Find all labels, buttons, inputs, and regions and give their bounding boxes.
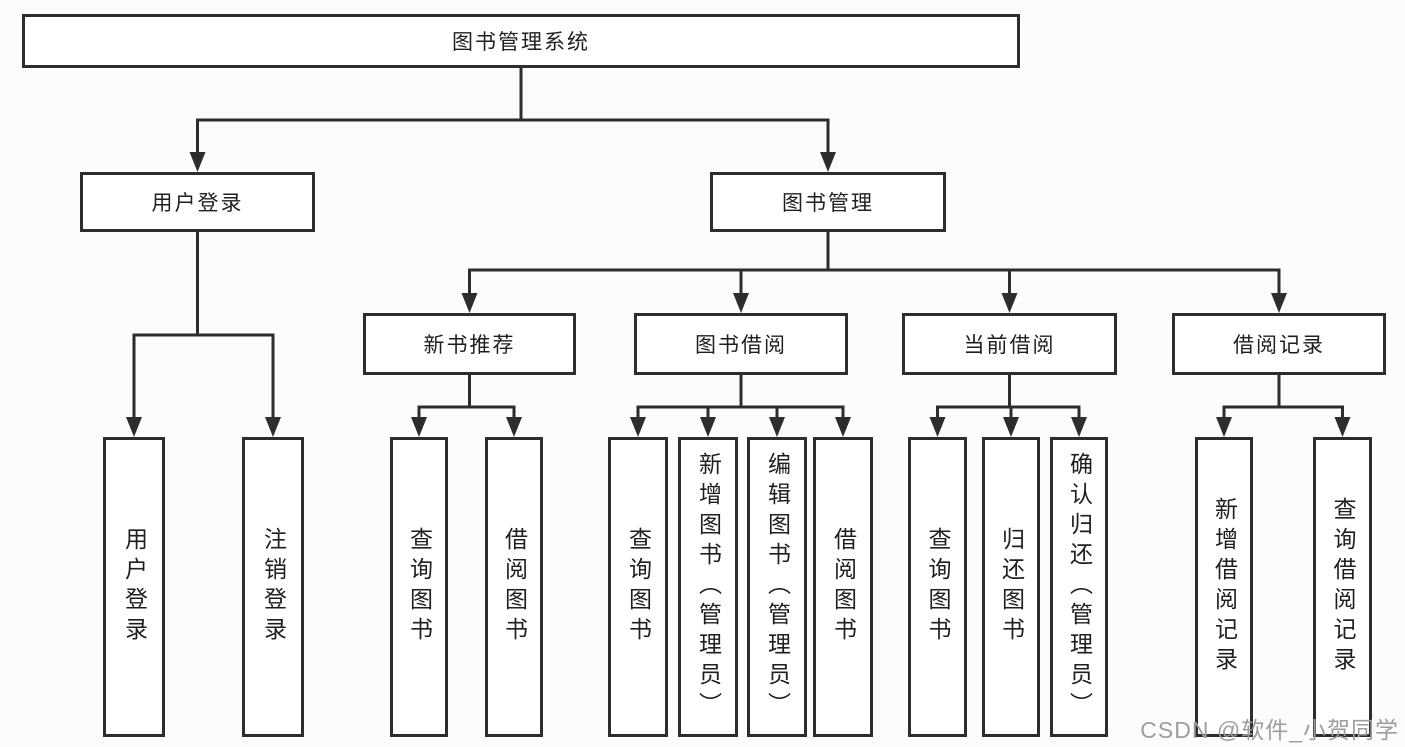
node-label: 借阅图书 bbox=[501, 527, 528, 647]
arrow-down-icon bbox=[461, 293, 478, 313]
arrow-down-icon bbox=[835, 417, 851, 437]
node-label: 确认归还（管理员） bbox=[1066, 452, 1093, 722]
arrow-down-icon bbox=[769, 417, 785, 437]
node-label: 用户登录 bbox=[121, 527, 148, 647]
arrow-down-icon bbox=[1216, 417, 1232, 437]
node-label: 用户登录 bbox=[151, 192, 244, 215]
node-query-books-current: 查询图书 bbox=[908, 437, 967, 737]
arrow-down-icon bbox=[820, 152, 836, 172]
node-current-borrowing: 当前借阅 bbox=[902, 313, 1117, 375]
arrow-down-icon bbox=[929, 417, 946, 437]
node-label: 新书推荐 bbox=[423, 334, 516, 357]
node-book-management: 图书管理 bbox=[710, 172, 946, 232]
arrow-down-icon bbox=[630, 417, 646, 437]
node-label: 归还图书 bbox=[998, 527, 1025, 647]
node-user-login-leaf: 用户登录 bbox=[103, 437, 165, 737]
node-query-borrow-record: 查询借阅记录 bbox=[1313, 437, 1372, 737]
node-label: 借阅记录 bbox=[1233, 334, 1325, 357]
watermark: CSDN @软件_小贺同学 bbox=[1140, 717, 1399, 743]
node-label: 新增借阅记录 bbox=[1211, 497, 1238, 677]
node-label: 借阅图书 bbox=[830, 527, 857, 647]
node-borrowing-records: 借阅记录 bbox=[1172, 313, 1386, 375]
node-label: 注销登录 bbox=[260, 527, 287, 647]
node-query-books-recommend: 查询图书 bbox=[390, 437, 448, 737]
node-confirm-return-admin: 确认归还（管理员） bbox=[1050, 437, 1108, 737]
node-label: 当前借阅 bbox=[963, 334, 1056, 357]
node-label: 查询图书 bbox=[625, 527, 652, 647]
node-user-login: 用户登录 bbox=[80, 172, 315, 232]
arrow-down-icon bbox=[1334, 417, 1351, 437]
node-label: 编辑图书（管理员） bbox=[764, 452, 791, 722]
node-borrow-books-recommend: 借阅图书 bbox=[485, 437, 543, 737]
node-label: 查询借阅记录 bbox=[1330, 497, 1356, 677]
node-logout-login: 注销登录 bbox=[242, 437, 304, 737]
node-label: 图书管理 bbox=[782, 192, 874, 215]
node-borrow-books: 借阅图书 bbox=[813, 437, 873, 737]
arrow-down-icon bbox=[1003, 417, 1019, 437]
arrow-down-icon bbox=[1271, 293, 1287, 313]
node-label: 查询图书 bbox=[406, 527, 433, 647]
node-library-management-system: 图书管理系统 bbox=[22, 14, 1020, 68]
arrow-down-icon bbox=[126, 417, 142, 437]
node-label: 图书管理系统 bbox=[452, 31, 590, 54]
arrow-down-icon bbox=[733, 293, 749, 313]
node-label: 新增图书（管理员） bbox=[695, 452, 722, 722]
node-new-book-recommend: 新书推荐 bbox=[363, 313, 576, 375]
node-add-books-admin: 新增图书（管理员） bbox=[678, 437, 738, 737]
node-return-books: 归还图书 bbox=[982, 437, 1040, 737]
arrow-down-icon bbox=[265, 417, 281, 437]
node-label: 查询图书 bbox=[925, 527, 951, 647]
node-label: 图书借阅 bbox=[695, 334, 787, 357]
node-add-borrow-record: 新增借阅记录 bbox=[1195, 437, 1253, 737]
node-book-borrowing: 图书借阅 bbox=[634, 313, 848, 375]
node-query-books-borrowing: 查询图书 bbox=[608, 437, 668, 737]
arrow-down-icon bbox=[189, 152, 206, 172]
arrow-down-icon bbox=[700, 417, 716, 437]
arrow-down-icon bbox=[1001, 293, 1018, 313]
node-edit-books-admin: 编辑图书（管理员） bbox=[747, 437, 807, 737]
arrow-down-icon bbox=[1071, 417, 1087, 437]
arrow-down-icon bbox=[506, 417, 522, 437]
arrow-down-icon bbox=[411, 417, 427, 437]
